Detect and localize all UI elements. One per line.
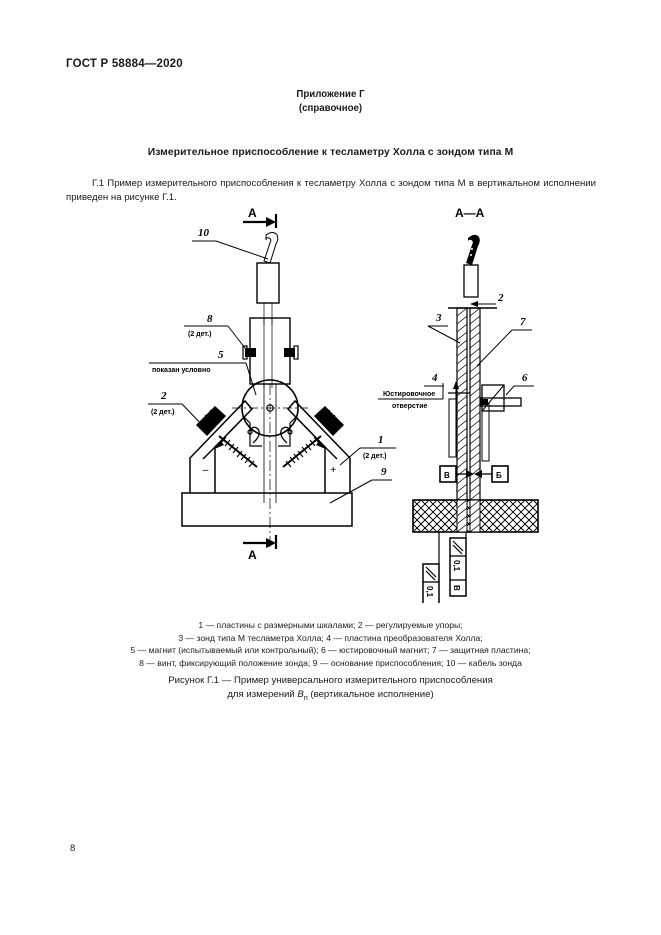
page-number: 8 — [70, 842, 76, 853]
standard-header: ГОСТ Р 58884—2020 — [66, 58, 183, 70]
callout-1-label: 1 — [378, 434, 384, 446]
figure-drawing: A — [0, 203, 661, 603]
tolerance-b-value: 0,1 — [425, 586, 434, 598]
fixing-screws-8 — [242, 345, 299, 360]
adjustable-stops-2 — [189, 399, 351, 493]
legend-line-2: 3 — зонд типа М тесламетра Холла; 4 — пл… — [178, 632, 483, 643]
annotation-line1: Юстировочное — [383, 391, 435, 398]
callout-4-label: 4 — [431, 372, 438, 384]
callout-10: 10 — [192, 227, 269, 260]
scale-right: + — [280, 426, 338, 476]
scale-minus-label: – — [202, 464, 209, 476]
callout-2-right-label: 2 — [497, 292, 504, 304]
figure-caption-line2: для измерений Bп (вертикальное исполнени… — [0, 688, 661, 704]
callout-3: 3 — [427, 312, 461, 344]
scale-left: – — [202, 426, 260, 476]
callout-9: 9 — [329, 466, 392, 504]
section-paragraph: Г.1 Пример измерительного приспособления… — [66, 177, 596, 205]
legend-line-3: 5 — магнит (испытываемый или контрольный… — [130, 645, 531, 656]
callout-2-label: 2 — [160, 390, 167, 402]
section-marker-a-bottom: A — [243, 535, 278, 562]
figure-caption-line1: Рисунок Г.1 — Пример универсального изме… — [168, 675, 493, 686]
paragraph-text: Г.1 Пример измерительного приспособления… — [66, 178, 596, 203]
legend-line-1: 1 — пластины с размерными шкалами; 2 — р… — [198, 620, 463, 630]
probe-cable-10 — [263, 232, 279, 264]
connector-block-aa — [463, 264, 479, 298]
caption-symbol: B — [297, 688, 304, 700]
caption-pre: для измерений — [227, 688, 298, 700]
tolerance-frame-v: 0,1 В — [449, 537, 467, 597]
callout-4: 4 — [424, 372, 444, 387]
callout-8-label: 8 — [207, 313, 213, 325]
callout-10-label: 10 — [198, 227, 210, 239]
datum-v-letter: В — [444, 471, 450, 480]
stop-pads — [196, 406, 344, 436]
callout-5-note: показан условно — [152, 367, 211, 374]
section-letter-a-top: A — [248, 206, 257, 220]
section-letter-a-bottom: A — [248, 548, 257, 562]
magnet-block-5-aa — [412, 499, 539, 533]
section-arrow-top — [266, 217, 276, 227]
probe-cable-tip-aa — [466, 234, 480, 265]
callout-6: 6 — [505, 372, 534, 396]
annotation-line2: отверстие — [392, 403, 428, 410]
appendix-title: Приложение Г — [296, 89, 365, 100]
callout-9-label: 9 — [381, 466, 387, 478]
probe-connector-block — [256, 262, 280, 304]
appendix-subtitle: (справочное) — [298, 103, 363, 114]
callout-1-note: (2 дет.) — [363, 453, 387, 460]
tolerance-v-value: 0,1 — [452, 560, 461, 572]
callout-2-left: 2 (2 дет.) — [148, 390, 207, 430]
hall-plate-4 — [448, 381, 470, 399]
section-view-title: А—А — [455, 206, 485, 220]
left-view-group: A — [148, 206, 396, 562]
appendix-block: Приложение Г (справочное) — [0, 88, 661, 116]
section-heading: Измерительное приспособление к тесламетр… — [147, 147, 514, 158]
base-9 — [181, 492, 353, 527]
datum-marker-v: В — [439, 465, 474, 483]
alignment-hole-annotation: Юстировочное отверстие — [378, 383, 444, 410]
datum-marker-b: Б — [474, 465, 509, 483]
callout-3-label: 3 — [435, 312, 442, 324]
callout-1-left: 1 (2 дет.) — [339, 434, 396, 466]
technical-drawing-svg: A — [148, 206, 539, 603]
measuring-plates-1 — [214, 416, 326, 448]
caption-post: (вертикальное исполнение) — [307, 688, 434, 700]
callout-8-note: (2 дет.) — [188, 331, 212, 338]
callout-7-label: 7 — [520, 316, 526, 328]
datum-b-letter: Б — [496, 471, 502, 480]
caption-subscript: п — [303, 692, 308, 702]
section-marker-a-top: A — [243, 206, 278, 228]
adjusting-magnet-6 — [480, 384, 522, 412]
section-arrow-bottom — [266, 538, 276, 548]
figure-legend: 1 — пластины с размерными шкалами; 2 — р… — [0, 619, 661, 669]
callout-7: 7 — [476, 316, 532, 367]
callout-5-label: 5 — [218, 349, 224, 361]
callout-2-note: (2 дет.) — [151, 409, 175, 416]
callout-5: 5 показан условно — [149, 349, 257, 396]
callout-2-right: 2 — [470, 292, 504, 307]
tolerance-v-datum: В — [452, 585, 461, 591]
callout-6-label: 6 — [522, 372, 528, 384]
right-view-group: А—А 2 — [378, 206, 539, 603]
figure-caption: Рисунок Г.1 — Пример универсального изме… — [0, 674, 661, 704]
legend-line-4: 8 — винт, фиксирующий положение зонда; 9… — [139, 657, 522, 668]
tolerance-frame-b: 0,1 Б — [422, 563, 440, 603]
scale-plus-label: + — [330, 464, 336, 476]
callout-8: 8 (2 дет.) — [184, 313, 249, 353]
